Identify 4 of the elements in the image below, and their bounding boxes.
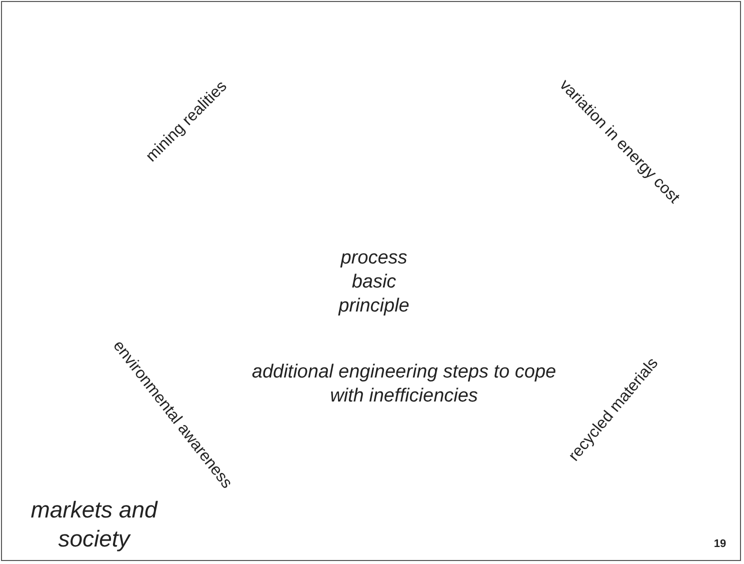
- center-label: additional engineering steps to cope with inefficiencies: [250, 360, 558, 408]
- corner-label: markets and society: [30, 495, 159, 553]
- page-number: 19: [714, 538, 726, 552]
- center-label: process basic principle: [337, 246, 410, 318]
